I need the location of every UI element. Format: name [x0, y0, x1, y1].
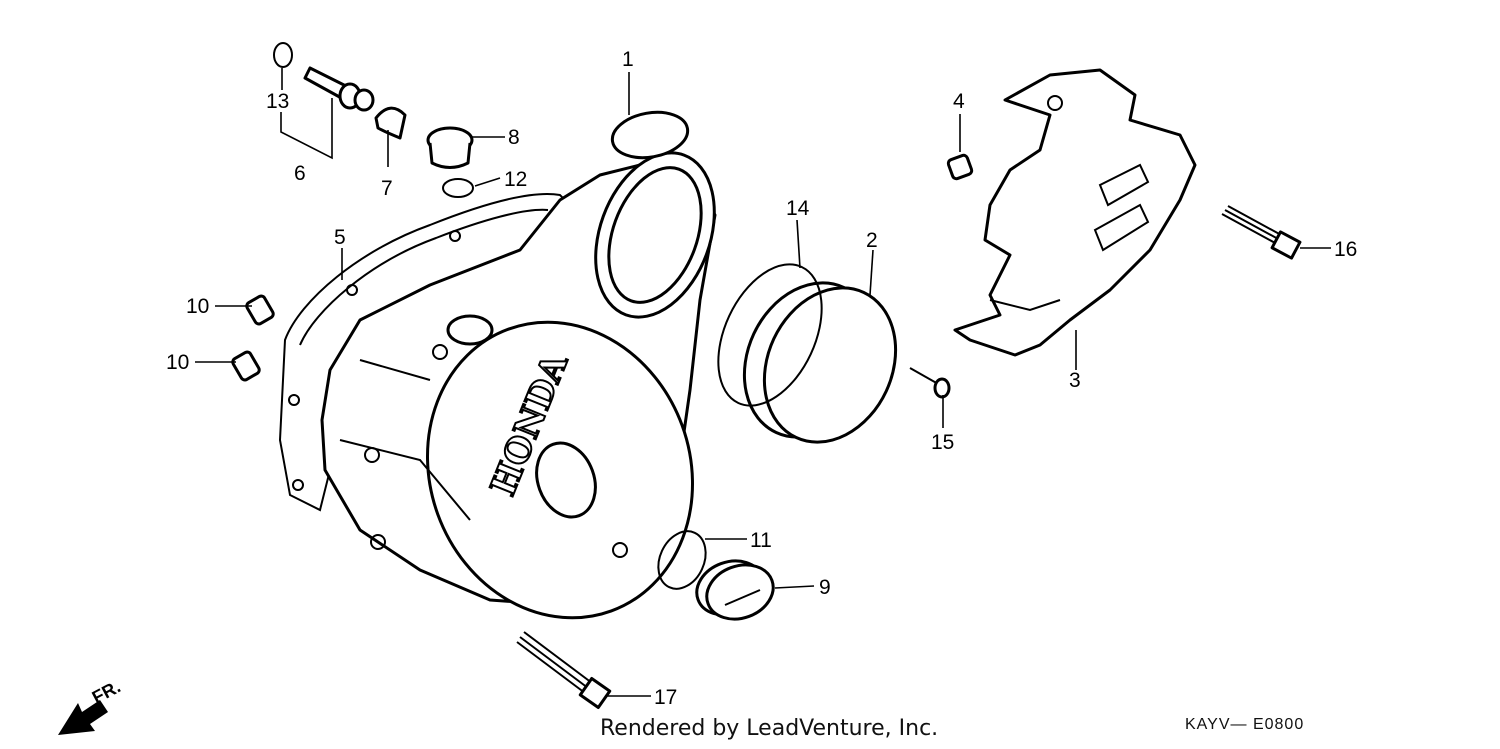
cover-cap-part[interactable] [720, 261, 920, 463]
callout-2: 2 [866, 229, 878, 252]
o-ring-11-part[interactable] [649, 524, 714, 597]
callout-17: 17 [654, 686, 677, 709]
o-ring-part[interactable] [698, 248, 843, 422]
callout-10b: 10 [166, 351, 189, 374]
callout-3: 3 [1069, 369, 1081, 392]
callout-5: 5 [334, 226, 346, 249]
oil-plug-part[interactable] [426, 126, 474, 169]
callout-11: 11 [750, 529, 772, 552]
timing-plug-part[interactable] [689, 552, 781, 628]
callout-9: 9 [819, 576, 831, 599]
dowel-pins-part[interactable] [231, 294, 275, 382]
bolt-16-part[interactable] [1221, 205, 1302, 260]
callout-4: 4 [953, 90, 965, 113]
washer-part[interactable] [442, 178, 474, 198]
callout-6: 6 [294, 162, 306, 185]
leader-lines [195, 68, 1331, 697]
callout-14: 14 [786, 197, 810, 220]
callout-16: 16 [1334, 238, 1357, 261]
bolt-17-part[interactable] [516, 631, 612, 710]
callout-15: 15 [931, 431, 954, 454]
sprocket-cover-part[interactable] [953, 68, 1197, 357]
front-direction-arrow-icon [58, 700, 108, 735]
callout-10a: 10 [186, 295, 209, 318]
callout-13: 13 [266, 90, 289, 113]
shaft-part[interactable] [303, 66, 375, 112]
screw-part[interactable] [909, 367, 951, 399]
diagram-code: KAYV— E0800 [1185, 716, 1305, 733]
clip-part[interactable] [374, 106, 407, 140]
callout-1: 1 [622, 48, 634, 71]
seal-part[interactable] [273, 42, 293, 68]
callout-8: 8 [508, 126, 520, 149]
callout-7: 7 [381, 177, 393, 200]
crankcase-cover-part[interactable] [320, 107, 736, 656]
render-credit: Rendered by LeadVenture, Inc. [600, 716, 939, 741]
callout-12: 12 [504, 168, 527, 191]
collar-part[interactable] [946, 153, 974, 181]
